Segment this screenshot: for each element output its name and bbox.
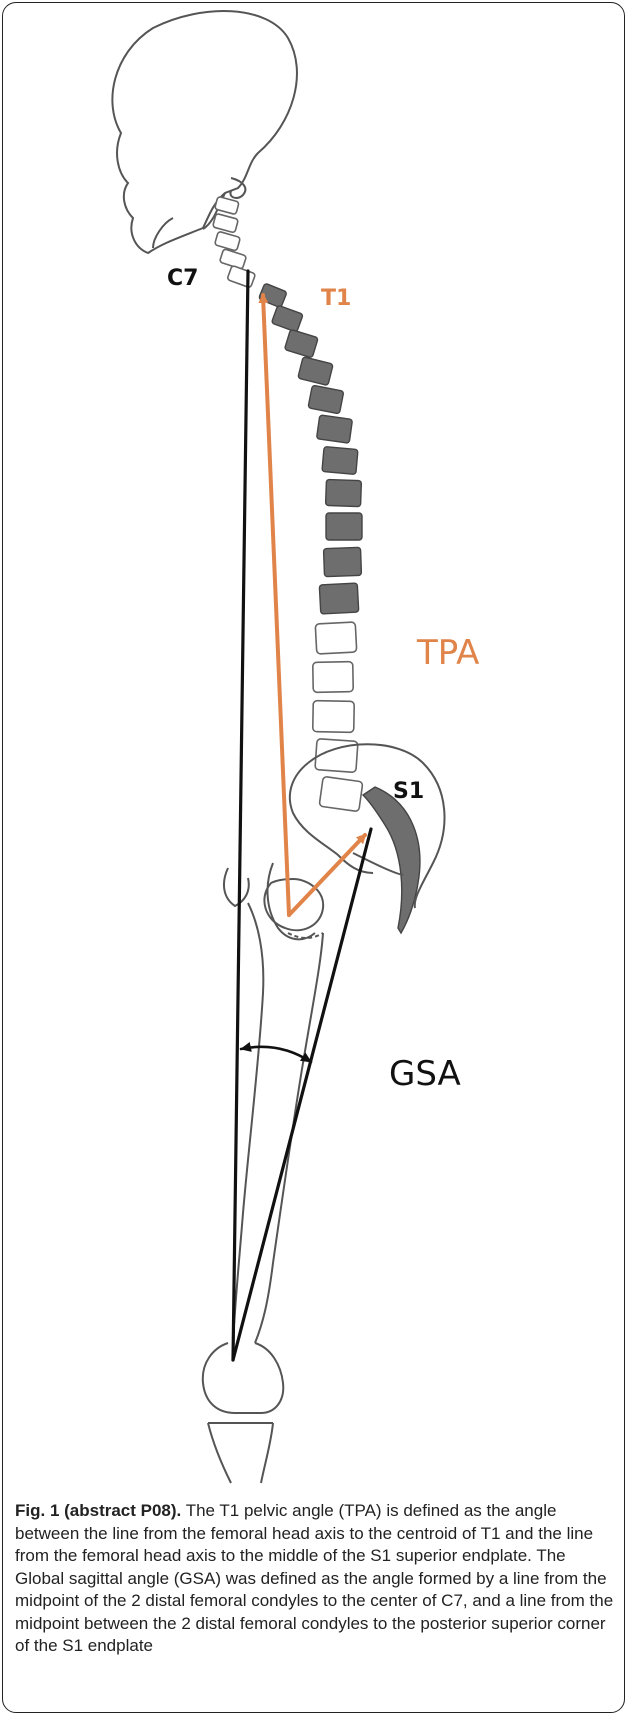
- spine-diagram: C7 T1 TPA S1 GSA: [3, 3, 625, 1493]
- caption-text: The T1 pelvic angle (TPA) is defined as …: [15, 1501, 613, 1655]
- sacrum: [363, 787, 420, 933]
- femur: [203, 879, 323, 1483]
- gsa-label: GSA: [389, 1054, 461, 1094]
- c7-label: C7: [167, 266, 198, 291]
- caption-title: Fig. 1 (abstract P08).: [15, 1501, 181, 1520]
- t1-label: T1: [321, 286, 351, 311]
- gsa-arc-arrow: [241, 1047, 311, 1062]
- skull: [112, 11, 297, 253]
- tpa-label: TPA: [416, 633, 479, 673]
- lumbar-vertebrae: [313, 622, 363, 812]
- s1-label: S1: [393, 779, 424, 804]
- c7-line: [233, 271, 248, 1360]
- t1-line: [263, 295, 289, 915]
- figure-caption: Fig. 1 (abstract P08). The T1 pelvic ang…: [15, 1500, 615, 1658]
